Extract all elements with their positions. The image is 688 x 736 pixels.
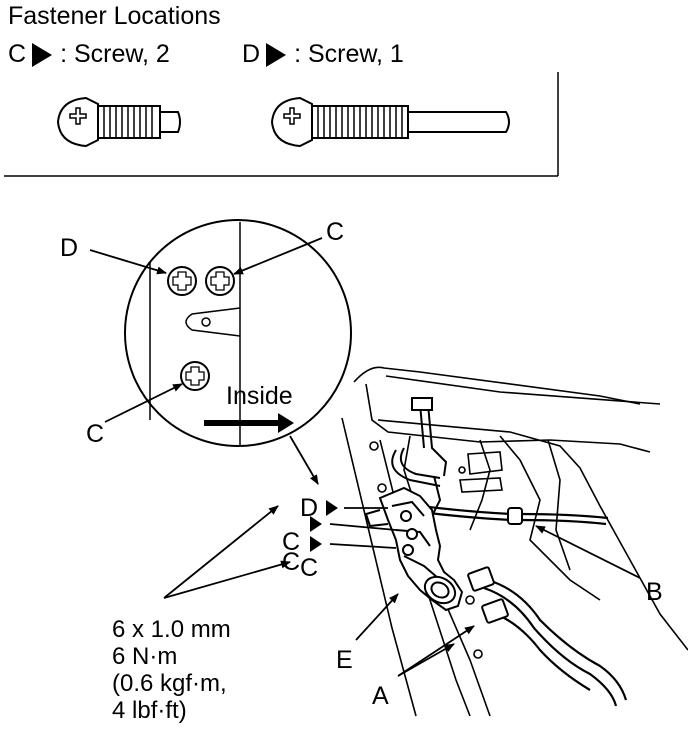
legend-item-screw-d: D : Screw, 1 (242, 42, 404, 67)
legend-item-screw-c: C : Screw, 2 (8, 42, 170, 67)
spec-line: 6 N·m (112, 643, 178, 670)
screw-d-illustration (270, 96, 510, 148)
label-c-2: C (282, 548, 301, 576)
connectors-a (467, 566, 509, 624)
door-panel-drawing (341, 366, 688, 717)
legend-text-c: : Screw, 2 (60, 40, 170, 68)
spec-line: 4 lbf·ft) (112, 697, 187, 724)
main-leader-lines (163, 505, 641, 677)
door-latch-rod (391, 397, 448, 521)
screw-c-illustration (56, 96, 181, 148)
inset-label-c-top: C (326, 218, 345, 246)
legend-letter-d: D (242, 40, 261, 68)
inset-label-d: D (60, 234, 79, 262)
label-e: E (336, 646, 353, 674)
cable-clip-b (507, 507, 523, 525)
inset-label-c-bottom: C (86, 420, 105, 448)
pointer-triangle-icon (266, 42, 287, 67)
page-title: Fastener Locations (8, 2, 221, 30)
callout-pointer-triangles (310, 500, 338, 552)
label-a: A (372, 682, 389, 710)
inset-screw-heads (167, 266, 235, 391)
pointer-triangle-icon (32, 42, 53, 67)
spec-line: 6 x 1.0 mm (112, 616, 231, 643)
legend-letter-c: C (8, 40, 27, 68)
label-c-3: C (300, 554, 319, 582)
legend-text-d: : Screw, 1 (294, 40, 404, 68)
label-d: D (300, 494, 319, 522)
torque-spec: 6 x 1.0 mm 6 N·m (0.6 kgf·m, 4 lbf·ft) (112, 616, 231, 724)
inset-detail-circle (124, 219, 352, 447)
inside-label: Inside (226, 382, 293, 410)
header-frame (4, 72, 559, 177)
label-c-1: C (282, 528, 301, 556)
label-b: B (646, 578, 663, 606)
door-lock-actuator (364, 486, 464, 612)
inset-leader-lines (89, 237, 323, 485)
spec-line: (0.6 kgf·m, (112, 670, 227, 697)
inside-direction-arrow (204, 413, 294, 433)
